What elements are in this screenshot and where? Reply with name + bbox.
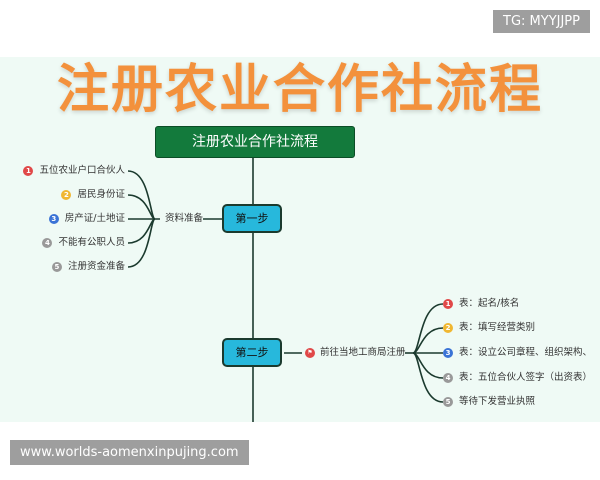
number-marker-icon: 4 bbox=[443, 373, 453, 383]
number-marker-icon: 2 bbox=[61, 190, 72, 200]
overlay-title: 注册农业合作社流程 bbox=[56, 60, 543, 120]
step1-node[interactable]: 第一步 bbox=[222, 204, 282, 233]
watermark-top: TG: MYYJJPP bbox=[493, 10, 590, 33]
number-marker-icon: 5 bbox=[443, 397, 453, 407]
root-node[interactable]: 注册农业合作社流程 bbox=[155, 126, 355, 158]
step1-item[interactable]: 3 房产证/土地证 bbox=[48, 213, 125, 225]
number-marker-icon: 4 bbox=[42, 238, 53, 248]
step2-item[interactable]: 1 表：起名/核名 bbox=[443, 298, 519, 310]
item-label: 等待下发营业执照 bbox=[459, 396, 536, 407]
item-label: 表：填写经营类别 bbox=[459, 322, 536, 333]
step2-item[interactable]: 4 表：五位合伙人签字（出资表） bbox=[443, 372, 592, 384]
item-label: 表：五位合伙人签字（出资表） bbox=[459, 372, 593, 383]
item-label: 五位农业户口合伙人 bbox=[39, 165, 125, 176]
flag-icon: ⚑ bbox=[305, 348, 315, 358]
number-marker-icon: 3 bbox=[48, 214, 59, 224]
item-label: 注册资金准备 bbox=[67, 261, 125, 272]
step2-item[interactable]: 5 等待下发营业执照 bbox=[443, 396, 535, 408]
step2-item[interactable]: 2 表：填写经营类别 bbox=[443, 322, 535, 334]
item-label: 表：设立公司章程、组织架构、 bbox=[459, 347, 593, 358]
number-marker-icon: 1 bbox=[443, 299, 453, 309]
step1-item[interactable]: 2 居民身份证 bbox=[61, 189, 125, 201]
number-marker-icon: 1 bbox=[23, 166, 34, 176]
item-label: 居民身份证 bbox=[77, 189, 125, 200]
step1-branch[interactable]: 资料准备 bbox=[165, 213, 204, 224]
number-marker-icon: 5 bbox=[51, 262, 62, 272]
mindmap-canvas bbox=[0, 57, 600, 422]
watermark-bottom: www.worlds-aomenxinpujing.com bbox=[10, 440, 249, 465]
number-marker-icon: 2 bbox=[443, 323, 453, 333]
step1-item[interactable]: 1 五位农业户口合伙人 bbox=[23, 165, 125, 177]
step1-item[interactable]: 5 注册资金准备 bbox=[51, 261, 125, 273]
item-label: 不能有公职人员 bbox=[58, 237, 125, 248]
step2-item[interactable]: 3 表：设立公司章程、组织架构、 bbox=[443, 347, 592, 359]
number-marker-icon: 3 bbox=[443, 348, 453, 358]
step2-branch[interactable]: 前往当地工商局注册 bbox=[320, 347, 406, 358]
item-label: 房产证/土地证 bbox=[64, 213, 125, 224]
item-label: 表：起名/核名 bbox=[459, 298, 520, 309]
step1-item[interactable]: 4 不能有公职人员 bbox=[42, 237, 125, 249]
step2-node[interactable]: 第二步 bbox=[222, 338, 282, 367]
